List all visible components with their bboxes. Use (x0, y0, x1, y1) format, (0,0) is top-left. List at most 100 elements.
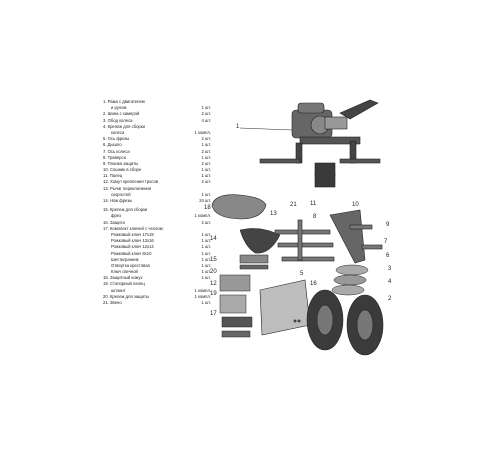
part-name: и рулем (111, 105, 127, 111)
parts-list-item: Шестигранник 1 шт. (103, 257, 211, 263)
parts-list-item: 17. Комплект ключей с чехлом: (103, 226, 211, 232)
parts-list-item: 9. Планка защиты 2 шт. (103, 161, 211, 167)
part-quantity: 1 шт. (201, 105, 211, 111)
part-quantity: 1 шт. (201, 173, 211, 179)
callout-label: 6 (386, 253, 390, 259)
part-quantity: 4 шт. (201, 117, 211, 123)
parts-list-item: колеса 1 компл. (103, 130, 211, 136)
part-name: 8. Траверса (103, 154, 126, 160)
part-name: Рожковый ключ 17х19 (111, 231, 154, 237)
part-quantity: 1 шт. (201, 275, 211, 281)
part-name: шплинт (111, 287, 126, 293)
part-name: 21. Звено (103, 300, 122, 305)
part-name: Рожковый ключ 12х14 (111, 244, 154, 250)
callout-label: 2 (388, 296, 392, 302)
parts-list-item: и рулем 1 шт. (103, 105, 211, 111)
part-name: 16. Защита (103, 219, 125, 225)
wheel-hubs-illustration (331, 264, 369, 296)
wrench-set-illustration (219, 274, 253, 338)
part-quantity: 1 компл. (194, 293, 211, 299)
part-name: 2. Шина с камерой (103, 111, 140, 117)
part-name: 1. Рама с двигателем (103, 99, 145, 104)
callout-label: 14 (210, 236, 217, 242)
parts-list-item: 19. Стопорный палец (103, 281, 211, 287)
part-quantity: 2 шт. (201, 160, 211, 166)
part-quantity: 1 шт. (201, 191, 211, 197)
part-name: Ключ свечной (111, 269, 138, 275)
part-name: 9. Планка защиты (103, 160, 139, 166)
part-name: 19. Стопорный палец (103, 281, 145, 287)
part-name: Рожковый ключ 13х16 (111, 238, 154, 244)
parts-list-item: шплинт 1 компл. (103, 288, 211, 294)
exploded-assembly-diagram: 1 18 13 21 11 10 8 9 14 7 6 15 3 20 5 4 … (204, 99, 392, 356)
part-quantity: 1 шт. (201, 262, 211, 268)
part-name: 10. Сошник в сборе (103, 167, 142, 173)
part-quantity: 1 компл. (194, 129, 211, 135)
traverse-illustration (274, 209, 383, 264)
callout-label: 8 (313, 214, 317, 220)
part-name: скоростей (111, 191, 131, 197)
callout-label: 20 (210, 269, 217, 275)
part-quantity: 24 шт. (199, 198, 211, 203)
parts-list-item: 13. Рычаг переключения (103, 186, 211, 192)
callout-label: 5 (300, 271, 304, 277)
parts-list-item: 10. Сошник в сборе 1 шт. (103, 167, 211, 173)
casing-illustration (211, 194, 267, 220)
parts-list-item: 12. Хомут крепления тросов 2 шт. (103, 179, 211, 185)
part-name: 18. Защитный кожух (103, 275, 143, 281)
parts-list-item: Рожковый ключ 13х16 1 шт. (103, 238, 211, 244)
part-name: 3. Обод колеса (103, 117, 133, 123)
parts-list-item: 18. Защитный кожух 1 шт. (103, 275, 211, 281)
callout-label: 7 (384, 239, 388, 245)
parts-list-item: 15. Крепеж для сборки (103, 207, 211, 213)
parts-list-item: 21. Звено 1 шт. (103, 300, 211, 306)
part-quantity: 1 шт. (201, 300, 211, 305)
part-name: 15. Крепеж для сборки (103, 207, 148, 213)
part-quantity: 1 шт. (201, 167, 211, 173)
part-name: 13. Рычаг переключения (103, 185, 152, 191)
part-name: фрез (111, 213, 121, 219)
part-quantity: 2 шт. (201, 148, 211, 154)
parts-list-item: 3. Обод колеса 4 шт. (103, 118, 211, 124)
parts-list-item: скоростей 1 шт. (103, 192, 211, 198)
motor-frame-illustration (259, 99, 381, 188)
part-quantity: 2 шт. (201, 219, 211, 225)
part-name: Шестигранник (111, 256, 139, 262)
callout-label: 19 (210, 291, 217, 297)
part-quantity: 1 шт. (201, 256, 211, 262)
part-name: 12. Хомут крепления тросов (103, 179, 159, 185)
callout-label: 9 (386, 222, 390, 228)
part-name: 7. Ось колеса (103, 148, 130, 154)
parts-list-item: 8. Траверса 1 шт. (103, 155, 211, 161)
part-quantity: 1 шт. (201, 154, 211, 160)
part-name: 14. Нож фрезы (103, 198, 133, 203)
part-quantity: 1 компл. (194, 213, 211, 219)
callout-label: 21 (290, 202, 297, 208)
part-name: 17. Комплект ключей с чехлом: (103, 225, 164, 231)
part-name: Отвертка крестовая (111, 262, 150, 268)
parts-list-item: 7. Ось колеса 2 шт. (103, 149, 211, 155)
part-quantity: 2 шт. (201, 179, 211, 185)
parts-list-item: 11. Палец 1 шт. (103, 173, 211, 179)
part-quantity: 1 шт. (201, 231, 211, 237)
part-quantity: 1 компл. (194, 287, 211, 293)
callout-label: 12 (210, 281, 217, 287)
part-quantity: 2 шт. (201, 111, 211, 117)
part-name: колеса (111, 129, 125, 135)
part-name: Рожковый ключ 8х10 (111, 250, 152, 256)
callout-label: 15 (210, 257, 217, 263)
parts-list-item: 16. Защита 2 шт. (103, 220, 211, 226)
part-quantity: 2 шт. (201, 136, 211, 142)
part-quantity: 1 шт. (201, 238, 211, 244)
part-quantity: 1 шт. (201, 269, 211, 275)
part-name: 11. Палец (103, 173, 123, 179)
callout-label: 11 (310, 201, 317, 207)
parts-list-item: 14. Нож фрезы 24 шт. (103, 198, 211, 204)
parts-list-item: Рожковый ключ 17х19 1 шт. (103, 232, 211, 238)
